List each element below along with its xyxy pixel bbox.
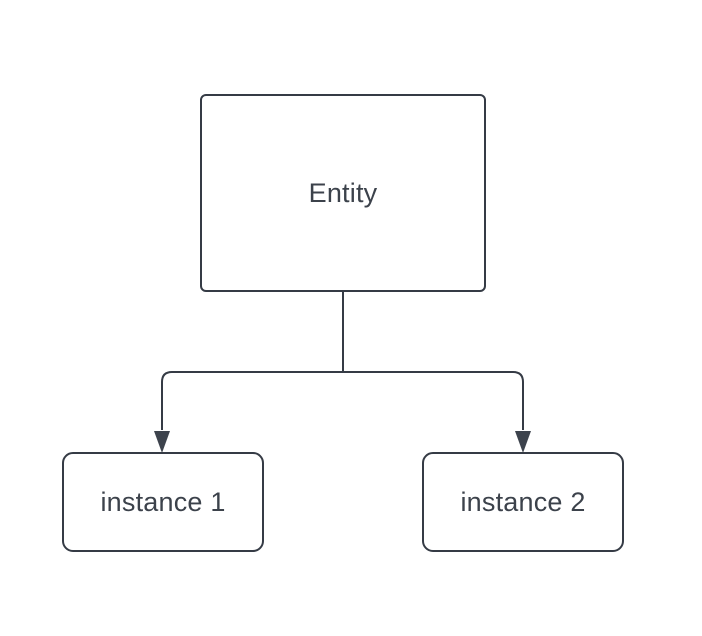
arrowhead-instance-1-icon xyxy=(154,431,170,453)
node-instance-1[interactable]: instance 1 xyxy=(62,452,264,552)
arrowhead-instance-2-icon xyxy=(515,431,531,453)
node-instance-2[interactable]: instance 2 xyxy=(422,452,624,552)
node-entity[interactable]: Entity xyxy=(200,94,486,292)
edge-entity-to-instance-1[interactable] xyxy=(161,292,344,430)
edge-entity-to-instance-2[interactable] xyxy=(342,292,524,430)
node-instance-2-label: instance 2 xyxy=(460,486,586,517)
node-instance-1-label: instance 1 xyxy=(100,486,226,517)
node-entity-label: Entity xyxy=(308,177,378,208)
